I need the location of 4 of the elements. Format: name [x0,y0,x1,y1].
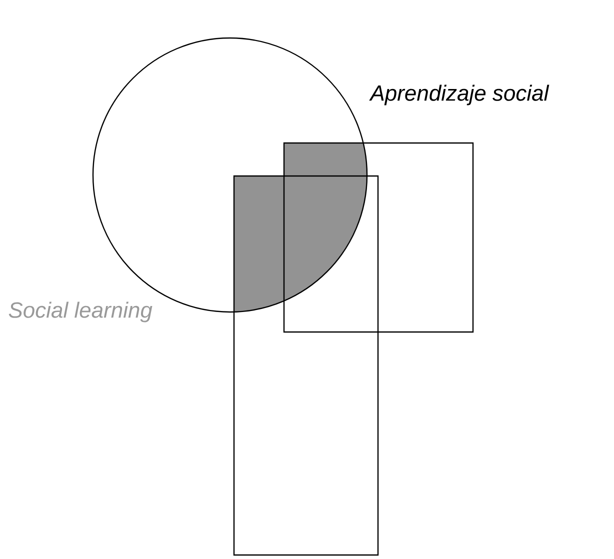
label-text: Social learning [8,302,152,322]
label-text: Aprendizaje social [369,84,550,106]
rectangle-outline [233,175,379,556]
rectangle-outline [283,142,474,333]
